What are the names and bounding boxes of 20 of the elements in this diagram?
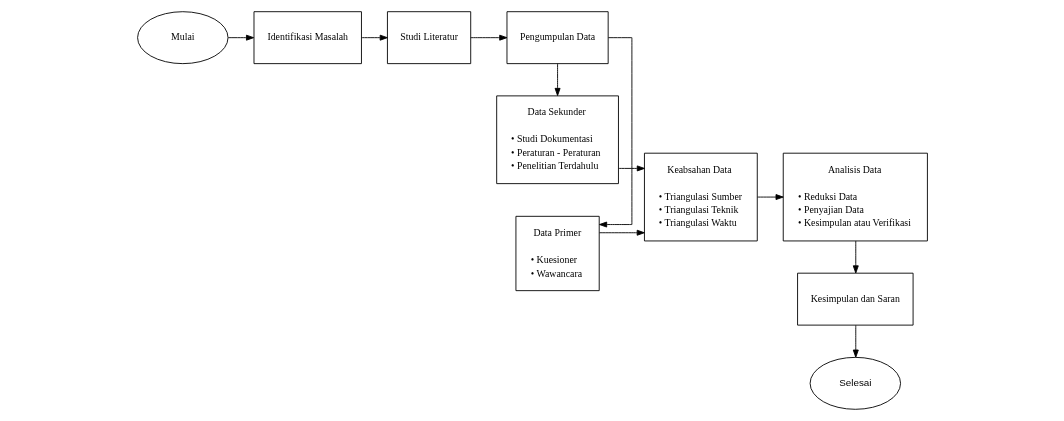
arrow: [469, 34, 507, 41]
node-box: Data Sekunder • Studi Dokumentasi • Peraturan - Peraturan • Penelitian Terdahulu: [495, 95, 619, 185]
node-box: Analisis Data • Reduksi Data • Penyajian Data • Kesimpulan atau Verifikasi: [782, 152, 928, 242]
arrow: [756, 194, 784, 200]
node-box: Keabsahan Data • Triangulasi Sumber • Triangulasi Teknik • Triangulasi Waktu: [643, 152, 758, 242]
arrow: [852, 240, 859, 274]
node-ellipse: Selesai: [809, 356, 901, 410]
arrow: [598, 229, 645, 236]
node-box: Studi Literatur: [386, 11, 471, 65]
node-box: Identifikasi Masalah: [253, 11, 362, 65]
node-box: Data Primer • Kuesioner • Wawancara: [514, 215, 600, 292]
arrow: [617, 165, 645, 172]
arrow: [598, 37, 632, 228]
node-ellipse: Mulai: [136, 11, 228, 65]
arrow: [227, 34, 254, 41]
node-box: Pengumpulan Data: [506, 11, 609, 65]
arrow: [360, 34, 388, 41]
arrow: [852, 324, 859, 358]
arrow: [554, 63, 561, 96]
node-box: Kesimpulan dan Saran: [796, 272, 914, 326]
